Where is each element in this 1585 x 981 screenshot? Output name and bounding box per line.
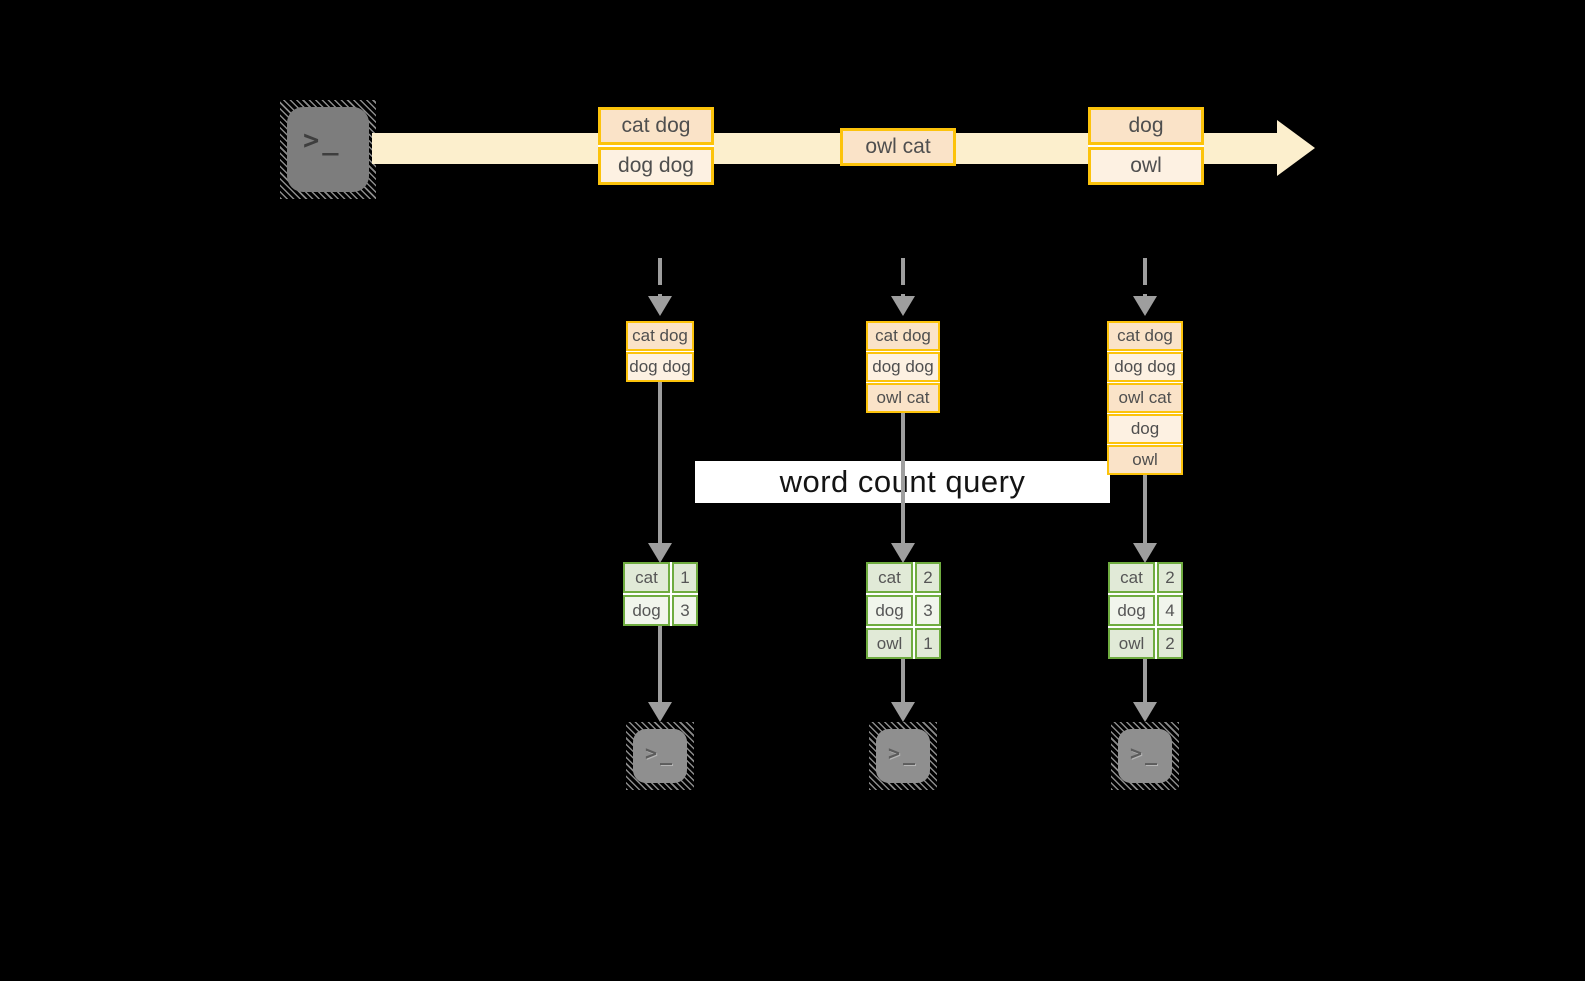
buffered-message: owl cat	[866, 383, 940, 413]
buffered-message: cat dog	[626, 321, 694, 351]
word-cell: owl	[1108, 628, 1155, 659]
terminal-prompt-icon: >_	[303, 125, 342, 156]
buffered-message: owl cat	[1107, 383, 1183, 413]
count-table-3: cat 2 dog 4 owl 2	[1108, 562, 1183, 659]
count-cell: 1	[915, 628, 941, 659]
count-cell: 1	[672, 562, 698, 593]
word-cell: dog	[866, 595, 913, 626]
ingest-arrow-icon	[648, 258, 672, 316]
word-cell: cat	[1108, 562, 1155, 593]
stream-arrowhead-icon	[1277, 120, 1315, 176]
sink-terminal-icon: >_	[1111, 722, 1179, 790]
buffered-message: cat dog	[866, 321, 940, 351]
buffered-message: owl	[1107, 445, 1183, 475]
sink-terminal-icon: >_	[869, 722, 937, 790]
terminal-screen: >_	[876, 729, 930, 783]
word-cell: cat	[866, 562, 913, 593]
stream-message: dog dog	[598, 147, 714, 185]
ingest-arrow-icon	[1133, 258, 1157, 316]
count-cell: 2	[915, 562, 941, 593]
stream-batch-3: dog owl	[1088, 107, 1204, 185]
terminal-screen: >_	[287, 107, 369, 192]
terminal-prompt-icon: >_	[645, 741, 676, 765]
word-cell: dog	[623, 595, 670, 626]
count-cell: 4	[1157, 595, 1183, 626]
stream-batch-1: cat dog dog dog	[598, 107, 714, 185]
buffered-message: dog dog	[866, 352, 940, 382]
buffered-message: dog dog	[1107, 352, 1183, 382]
buffered-message: dog dog	[626, 352, 694, 382]
buffered-message: cat dog	[1107, 321, 1183, 351]
buffered-message: dog	[1107, 414, 1183, 444]
sink-arrow-icon	[891, 659, 915, 722]
count-table-1: cat 1 dog 3	[623, 562, 698, 626]
word-cell: dog	[1108, 595, 1155, 626]
count-table-2: cat 2 dog 3 owl 1	[866, 562, 941, 659]
terminal-screen: >_	[1118, 729, 1172, 783]
word-cell: cat	[623, 562, 670, 593]
source-terminal-icon: >_	[280, 100, 376, 199]
terminal-screen: >_	[633, 729, 687, 783]
count-cell: 3	[915, 595, 941, 626]
stream-batch-2: owl cat	[840, 128, 956, 166]
buffer-stack-3: cat dog dog dog owl cat dog owl	[1107, 321, 1183, 475]
stream-message: owl	[1088, 147, 1204, 185]
count-cell: 3	[672, 595, 698, 626]
word-cell: owl	[866, 628, 913, 659]
stream-message: owl cat	[840, 128, 956, 166]
query-arrow-icon	[891, 413, 915, 563]
stream-message: cat dog	[598, 107, 714, 145]
sink-arrow-icon	[648, 626, 672, 722]
sink-arrow-icon	[1133, 659, 1157, 722]
terminal-prompt-icon: >_	[888, 741, 919, 765]
ingest-arrow-icon	[891, 258, 915, 316]
stream-message: dog	[1088, 107, 1204, 145]
sink-terminal-icon: >_	[626, 722, 694, 790]
query-arrow-icon	[648, 382, 672, 563]
buffer-stack-2: cat dog dog dog owl cat	[866, 321, 940, 413]
count-cell: 2	[1157, 628, 1183, 659]
buffer-stack-1: cat dog dog dog	[626, 321, 694, 382]
query-arrow-icon	[1133, 475, 1157, 563]
terminal-prompt-icon: >_	[1130, 741, 1161, 765]
count-cell: 2	[1157, 562, 1183, 593]
